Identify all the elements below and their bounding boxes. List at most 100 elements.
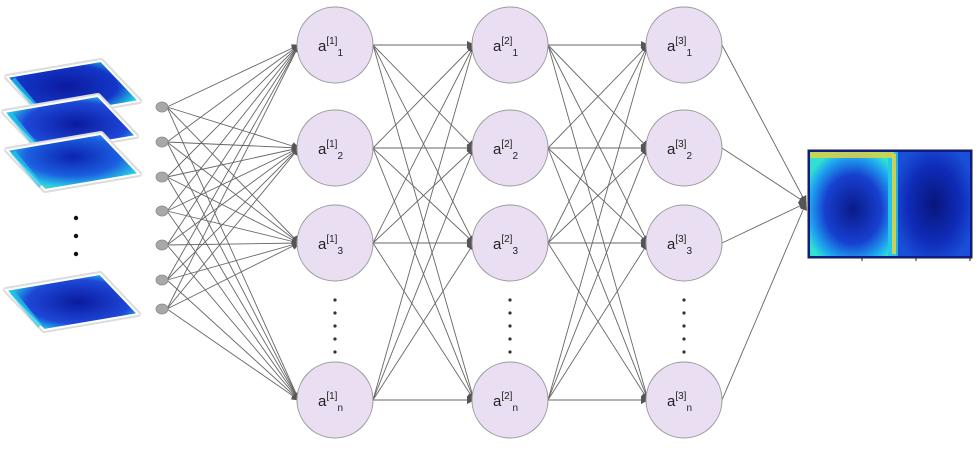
output-heatmap-ridge-core (892, 154, 896, 254)
edge-input-4-to-l1-1 (166, 44, 300, 212)
edge-input-7-to-l1-3 (166, 242, 300, 310)
neuron-label-1-n: a[1]n (318, 391, 343, 414)
edge-input-6-to-l1-1 (166, 44, 300, 281)
edge-input-6-to-l1-2 (166, 147, 300, 281)
output-heatmap-right-cell (898, 152, 970, 256)
neuron-1-2 (296, 109, 374, 187)
neuron-label-3-3: a[3]3 (667, 234, 692, 257)
edge-input-4-to-l1-2 (166, 147, 300, 212)
edge-input-7-to-l1-1 (166, 44, 300, 310)
neuron-label-1-1: a[1]1 (318, 36, 343, 59)
edge-l2-2-to-l3-1 (547, 44, 649, 149)
connections (166, 41, 807, 404)
layer-1-ellipsis-dot-1 (333, 298, 337, 302)
edge-input-5-to-l1-4 (166, 244, 300, 401)
neuron-label-2-n: a[2]n (493, 391, 518, 414)
neuron-2-n (471, 361, 549, 439)
layer-3-ellipsis-dot-2 (682, 311, 686, 315)
edge-l1-2-to-l2-1 (372, 44, 475, 149)
input-node-3 (155, 171, 169, 183)
layer-3-ellipsis-dot-1 (682, 298, 686, 302)
neuron-3-2 (645, 109, 723, 187)
edge-l1-4-to-l2-3 (372, 242, 475, 401)
input-node-6 (155, 274, 169, 286)
output-heatmap (807, 149, 973, 261)
edge-l2-4-to-l3-3 (547, 242, 649, 401)
edge-input-3-to-l1-1 (166, 44, 300, 178)
edge-input-2-to-l1-1 (166, 44, 300, 143)
edge-input-1-to-l1-3 (166, 106, 300, 244)
edge-input-5-to-l1-1 (166, 44, 300, 246)
edge-l1-3-to-l2-1 (372, 44, 475, 244)
edge-l1-4-to-l2-2 (372, 147, 476, 401)
neuron-label-1-3: a[1]3 (318, 234, 343, 257)
neuron-label-3-2: a[3]2 (667, 139, 692, 162)
input-layer (155, 101, 169, 315)
layer-1-ellipsis-dot-4 (333, 337, 337, 341)
neuron-2-1 (471, 6, 549, 84)
neuron-label-2-1: a[2]1 (493, 36, 518, 59)
layer-2-ellipsis-dot-5 (508, 350, 512, 354)
layer-1-ellipsis-dot-3 (333, 324, 337, 328)
edge-input-6-to-l1-3 (166, 241, 300, 281)
edge-l1-4-to-l2-1 (372, 44, 476, 401)
input-slice-3-edge-band (11, 150, 43, 188)
edge-l3-3-to-output (721, 202, 807, 244)
edge-l2-4-to-l3-2 (547, 147, 650, 401)
layer-2-ellipsis-dot-2 (508, 311, 512, 315)
layer-2-ellipsis-dot-3 (508, 324, 512, 328)
layer-1: a[1]1 a[1]2 a[1]3 a[1]n (296, 6, 374, 439)
edge-input-4-to-l1-4 (166, 210, 300, 401)
edge-input-2-to-l1-3 (166, 141, 300, 244)
input-node-1 (155, 101, 169, 113)
edge-l2-4-to-l3-1 (547, 44, 650, 401)
edge-input-7-to-l1-2 (166, 147, 300, 310)
layer-3-ellipsis-dot-5 (682, 350, 686, 354)
layer-3-ellipsis-dot-3 (682, 324, 686, 328)
layer-1-ellipsis-dot-2 (333, 311, 337, 315)
neuron-2-3 (471, 204, 549, 282)
edge-input-2-to-l1-4 (166, 141, 300, 401)
edge-input-4-to-l1-3 (166, 210, 300, 246)
edge-input-3-to-l1-3 (166, 176, 300, 244)
layer-2-ellipsis-dot-1 (508, 298, 512, 302)
edge-input-3-to-l1-4 (166, 176, 300, 401)
edge-l3-2-to-output (721, 147, 807, 204)
neuron-3-n (645, 361, 723, 439)
neuron-label-2-3: a[2]3 (493, 234, 518, 257)
neuron-2-2 (471, 109, 549, 187)
output-heatmap-left-cell (810, 152, 896, 256)
input-node-5 (155, 239, 169, 251)
input-node-7 (155, 303, 169, 315)
layer-2-ellipsis-dot-4 (508, 337, 512, 341)
input-node-2 (155, 136, 169, 148)
edge-input-1-to-l1-4 (166, 106, 300, 401)
layer-1-ellipsis-dot-5 (333, 350, 337, 354)
neuron-label-3-1: a[3]1 (667, 36, 692, 59)
input-slice-n-edge-band (10, 290, 42, 328)
neuron-1-1 (296, 6, 374, 84)
input-node-4 (155, 205, 169, 217)
output-heatmap-top-band (810, 152, 894, 158)
neuron-label-3-n: a[3]n (667, 391, 692, 414)
edge-l2-3-to-l3-1 (547, 44, 649, 244)
edge-input-5-to-l1-3 (166, 239, 300, 248)
edge-l3-4-to-output (721, 202, 807, 401)
input-ellipsis-dot-1 (73, 215, 79, 221)
neuron-label-2-2: a[2]2 (493, 139, 518, 162)
edge-l1-3-to-l2-2 (372, 147, 475, 244)
edge-input-5-to-l1-2 (166, 147, 300, 246)
neuron-label-1-2: a[1]2 (318, 139, 343, 162)
input-heatmap-stack (1, 58, 142, 333)
input-ellipsis-dot-2 (73, 233, 79, 239)
neuron-1-n (296, 361, 374, 439)
input-ellipsis-dot-3 (73, 251, 79, 257)
edge-input-1-to-l1-1 (166, 44, 300, 108)
input-slice-n (3, 272, 141, 332)
layer-2: a[2]1 a[2]2 a[2]3 a[2]n (471, 6, 549, 439)
layer-3: a[3]1 a[3]2 a[3]3 a[3]n (645, 6, 723, 439)
input-slice-2-edge-band (8, 112, 40, 150)
neuron-3-1 (645, 6, 723, 84)
